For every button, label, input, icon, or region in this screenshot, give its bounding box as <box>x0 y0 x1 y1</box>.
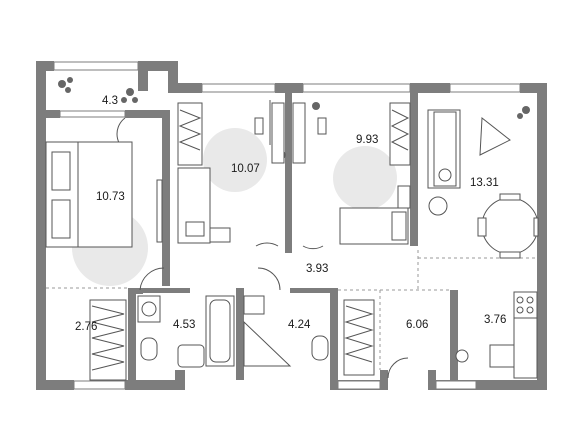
zone-lines <box>46 250 537 370</box>
area-hall: 3.93 <box>306 263 328 275</box>
windows <box>53 61 521 390</box>
area-balcony: 4.3 <box>102 95 118 107</box>
zone-bedroom-2 <box>203 128 267 192</box>
area-closet: 2.76 <box>75 321 97 333</box>
wardrobe-icon <box>89 299 375 381</box>
bedroom-2-furniture <box>177 100 285 244</box>
doors <box>116 117 409 379</box>
bedroom-3-furniture <box>292 102 411 245</box>
area-bedroom-1: 10.73 <box>96 191 125 203</box>
area-kitchen: 3.76 <box>484 314 506 326</box>
toilet-fixtures <box>243 295 329 367</box>
bathroom-fixtures <box>137 295 235 368</box>
bed-icon <box>45 141 163 248</box>
area-bathroom: 4.53 <box>173 319 195 331</box>
area-toilet: 4.24 <box>288 319 311 331</box>
living-furniture <box>427 109 539 259</box>
kitchen-fixtures <box>455 291 538 379</box>
area-bedroom-3: 9.93 <box>356 134 378 146</box>
area-corridor: 6.06 <box>406 319 428 331</box>
area-bedroom-2: 10.07 <box>231 163 260 175</box>
area-living: 13.31 <box>470 177 499 189</box>
zone-bedroom-3 <box>333 146 397 210</box>
